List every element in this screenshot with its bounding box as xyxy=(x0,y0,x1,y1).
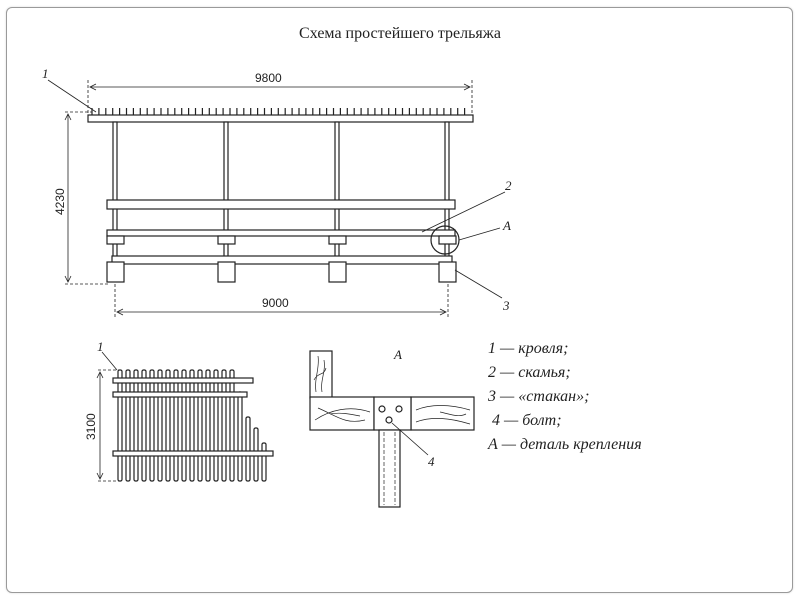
bench-bracket xyxy=(328,235,347,245)
dim-9000: 9000 xyxy=(262,296,289,310)
side-picket xyxy=(173,369,179,482)
callout-a: A xyxy=(502,218,511,233)
side-picket xyxy=(157,369,163,482)
footing-cup xyxy=(328,261,347,283)
bolt-hole xyxy=(378,405,386,413)
side-picket xyxy=(165,369,171,482)
side-picket xyxy=(181,369,187,482)
diagram-title: Схема простейшего трельяжа xyxy=(299,25,501,42)
post-section xyxy=(378,429,401,508)
footings xyxy=(106,261,457,283)
side-picket xyxy=(213,369,219,482)
bolt-hole xyxy=(385,416,393,424)
side-picket xyxy=(221,369,227,482)
seat-board-right xyxy=(410,396,475,431)
roof-beam xyxy=(87,114,474,123)
callout-2: 2 xyxy=(505,178,512,193)
side-picket xyxy=(229,369,235,482)
bench-seat xyxy=(106,229,456,237)
bench-bracket xyxy=(438,235,457,245)
legend: 1 — кровля; 2 — скамья; 3 — «стакан»; 4 … xyxy=(488,337,642,457)
metal-plate xyxy=(373,396,412,431)
front-view xyxy=(47,79,506,318)
side-picket xyxy=(117,369,123,482)
bench-bracket xyxy=(106,235,125,245)
callout-4: 4 xyxy=(428,454,435,469)
roof-slats xyxy=(91,108,466,115)
side-rail-bottom xyxy=(112,450,274,457)
side-callout-1: 1 xyxy=(97,339,104,354)
ground-beam xyxy=(111,255,453,265)
dim-4230: 4230 xyxy=(53,188,67,215)
legend-item: 3 — «стакан»; xyxy=(488,388,590,405)
bench-brackets xyxy=(106,235,457,245)
footing-cup xyxy=(217,261,236,283)
side-rail-top xyxy=(112,377,254,384)
side-view xyxy=(96,351,274,482)
legend-item: 2 — скамья; xyxy=(488,364,571,381)
backrest-board xyxy=(309,350,333,399)
side-pickets xyxy=(117,369,267,482)
side-picket xyxy=(133,369,139,482)
detail-a-view xyxy=(309,350,475,508)
footing-cup xyxy=(106,261,125,283)
side-picket xyxy=(125,369,131,482)
callout-3: 3 xyxy=(502,298,510,313)
dim-9800: 9800 xyxy=(255,71,282,85)
side-picket xyxy=(149,369,155,482)
bench-back xyxy=(106,199,456,210)
side-picket xyxy=(261,442,267,482)
detail-label-a: A xyxy=(393,347,402,362)
legend-item: 1 — кровля; xyxy=(488,340,569,357)
bench-bracket xyxy=(217,235,236,245)
callout-1: 1 xyxy=(42,66,49,81)
legend-item: 4 — болт; xyxy=(492,412,562,429)
side-picket xyxy=(197,369,203,482)
side-picket xyxy=(245,416,251,482)
side-picket xyxy=(205,369,211,482)
legend-item: А — деталь крепления xyxy=(488,436,642,453)
dim-3100: 3100 xyxy=(84,413,98,440)
footing-cup xyxy=(438,261,457,283)
bolt-hole xyxy=(395,405,403,413)
side-picket xyxy=(141,369,147,482)
side-picket xyxy=(237,391,243,482)
side-picket xyxy=(189,369,195,482)
side-rail-middle xyxy=(112,391,248,398)
